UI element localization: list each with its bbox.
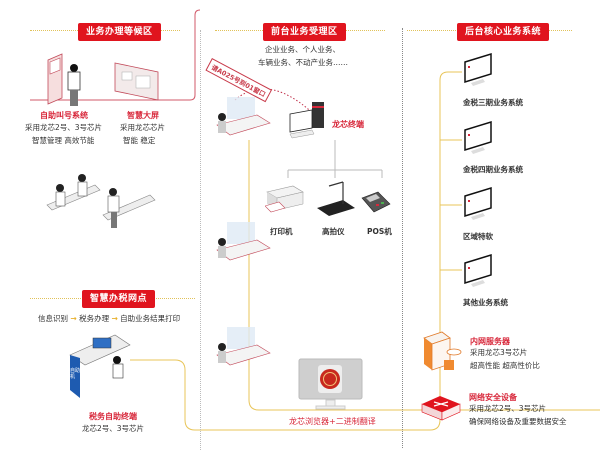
tax-flow-step: 信息识别 (38, 314, 68, 323)
waiting-zone-title: 业务办理等候区 (78, 23, 161, 41)
kiosk-illustration (40, 50, 95, 110)
backend-zone-title: 后台核心业务系统 (457, 23, 550, 41)
security-name: 网络安全设备 (469, 393, 517, 402)
terminal-name: 龙芯终端 (332, 120, 364, 129)
service-counter-1 (212, 95, 272, 145)
system-monitor-icon (463, 186, 493, 224)
service-counter-3 (212, 325, 272, 375)
security-chip: 采用龙芯2号、3号芯片 (469, 404, 547, 413)
zone-divider-left (200, 30, 201, 450)
device-label-pos: POS机 (367, 227, 392, 236)
arrow-right-icon: → (70, 314, 77, 323)
kiosk-name: 自助叫号系统 (40, 111, 88, 120)
printer-icon (265, 180, 305, 215)
system-monitor-icon (463, 120, 493, 158)
waiting-people-illustration (45, 170, 160, 240)
smart-screen-name: 智慧大屏 (127, 111, 159, 120)
server-chip: 采用龙芯3号芯片 (470, 348, 528, 357)
security-feature: 确保网络设备及重要数据安全 (469, 417, 567, 426)
tax-zone-title: 智慧办税网点 (82, 290, 156, 308)
server-icon (420, 330, 462, 372)
system-name: 金税四期业务系统 (463, 165, 523, 174)
arrow-right-icon: → (111, 314, 118, 323)
server-feature: 超高性能 超高性价比 (470, 361, 540, 370)
front-zone-title: 前台业务受理区 (263, 23, 346, 41)
tax-terminal-chips: 龙芯2号、3号芯片 (82, 424, 145, 433)
server-name: 内网服务器 (470, 337, 510, 346)
tax-terminal-name: 税务自助终端 (89, 412, 137, 421)
browser-monitor (298, 358, 363, 413)
tax-flow: 信息识别 → 税务办理 → 自助业务结果打印 (38, 313, 180, 324)
kiosk-side-label: 自助机 (70, 368, 81, 380)
zone-divider-right (402, 28, 403, 448)
tax-flow-step: 税务办理 (79, 314, 110, 323)
tax-terminal-illustration: 自助机 (65, 330, 135, 400)
system-monitor-icon (463, 52, 493, 90)
tax-flow-step: 自助业务结果打印 (120, 314, 181, 323)
terminal-icon (288, 100, 328, 140)
network-security-icon (420, 392, 462, 422)
browser-label: 龙芯浏览器+二进制翻译 (289, 417, 376, 426)
front-services-line1: 企业业务、个人业务、 (265, 45, 340, 54)
kiosk-feature: 智慧管理 高效节能 (32, 136, 95, 145)
smart-screen-illustration (110, 58, 160, 103)
system-name: 金税三期业务系统 (463, 98, 523, 107)
system-name: 区域特软 (463, 232, 493, 241)
service-counter-2 (212, 220, 272, 270)
document-camera-icon (315, 178, 357, 220)
system-monitor-icon (463, 253, 493, 291)
front-services-line2: 车辆业务、不动产业务…… (258, 58, 348, 67)
pos-terminal-icon (360, 190, 392, 220)
system-name: 其他业务系统 (463, 298, 508, 307)
device-label-camera: 高拍仪 (322, 227, 345, 236)
kiosk-chip: 采用龙芯2号、3号芯片 (25, 123, 103, 132)
smart-screen-chip: 采用龙芯芯片 (120, 123, 165, 132)
device-label-printer: 打印机 (270, 227, 293, 236)
smart-screen-feature: 智能 稳定 (123, 136, 156, 145)
